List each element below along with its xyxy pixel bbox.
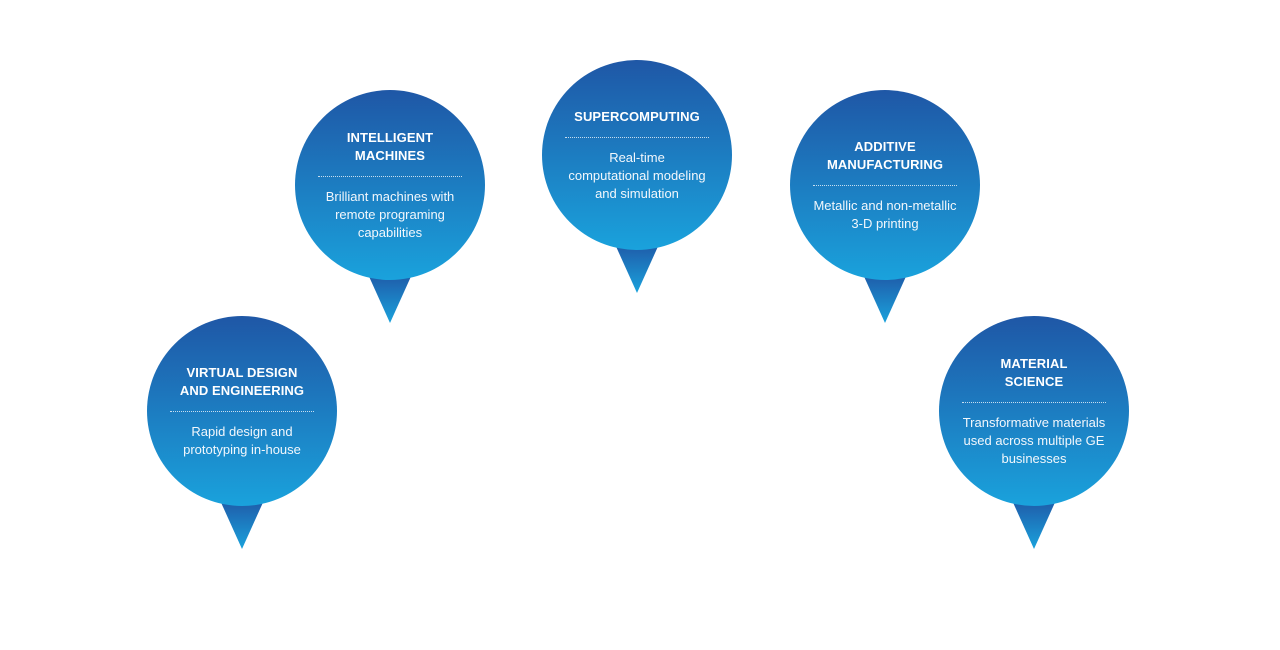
pin-content: INTELLIGENT MACHINES Brilliant machines … xyxy=(295,90,485,280)
pin-description: Rapid design and prototyping in-house xyxy=(183,423,301,457)
pin-material-science: MATERIAL SCIENCE Transformative material… xyxy=(939,316,1129,549)
pin-description: Real-time computational modeling and sim… xyxy=(568,149,706,201)
pin-content: SUPERCOMPUTING Real-time computational m… xyxy=(542,60,732,250)
pin-supercomputing: SUPERCOMPUTING Real-time computational m… xyxy=(542,60,732,293)
pin-title: ADDITIVE MANUFACTURING xyxy=(826,138,944,172)
pin-additive-manufacturing: ADDITIVE MANUFACTURING Metallic and non-… xyxy=(790,90,980,323)
map-pin-shape xyxy=(542,60,732,293)
pin-description: Transformative materials used across mul… xyxy=(962,414,1106,466)
pin-content: ADDITIVE MANUFACTURING Metallic and non-… xyxy=(790,90,980,280)
pin-virtual-design: VIRTUAL DESIGN AND ENGINEERING Rapid des… xyxy=(147,316,337,549)
pin-intelligent-machines: INTELLIGENT MACHINES Brilliant machines … xyxy=(295,90,485,323)
dotted-divider xyxy=(318,175,462,177)
pin-description: Brilliant machines with remote programin… xyxy=(325,188,455,240)
dotted-divider xyxy=(565,136,709,138)
pin-title: MATERIAL SCIENCE xyxy=(1000,355,1068,389)
pin-title: SUPERCOMPUTING xyxy=(574,108,700,124)
pin-content: VIRTUAL DESIGN AND ENGINEERING Rapid des… xyxy=(147,316,337,506)
pin-title: INTELLIGENT MACHINES xyxy=(346,129,434,163)
dotted-divider xyxy=(813,184,957,186)
pin-title: VIRTUAL DESIGN AND ENGINEERING xyxy=(179,364,305,398)
map-pin-shape xyxy=(939,316,1129,549)
pin-content: MATERIAL SCIENCE Transformative material… xyxy=(939,316,1129,506)
dotted-divider xyxy=(170,410,314,412)
pin-description: Metallic and non-metallic 3-D printing xyxy=(813,197,957,231)
map-pin-shape xyxy=(295,90,485,323)
dotted-divider xyxy=(962,401,1106,403)
